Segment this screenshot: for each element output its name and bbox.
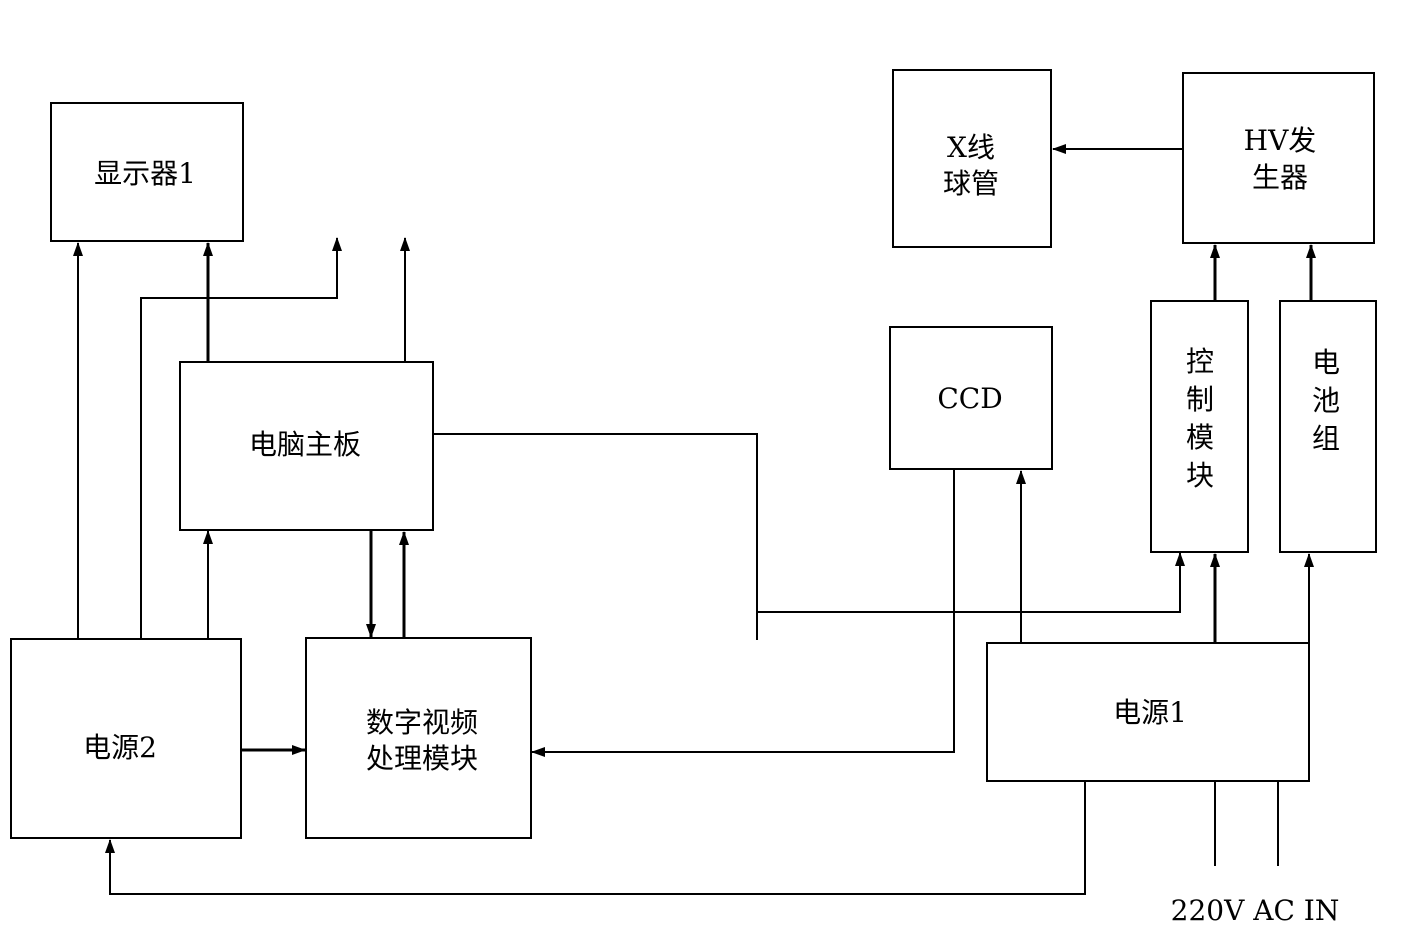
control-label-char: 制 [1186, 383, 1214, 416]
power1-block: 电源1 [986, 642, 1310, 782]
battery-label-char: 组 [1312, 422, 1340, 455]
arrow-power2-to-external1 [140, 237, 342, 639]
video-label-line1: 数字视频 [366, 706, 478, 739]
line-motherboard-out [433, 433, 758, 640]
battery-label-char: 池 [1312, 384, 1340, 417]
control-label-char: 模 [1186, 421, 1214, 454]
display1-block: 显示器1 [50, 102, 244, 242]
video-label-line2: 处理模块 [366, 742, 478, 775]
xray-tube-block: X线 球管 [892, 69, 1052, 248]
power2-label: 电源2 [83, 731, 157, 764]
battery-label-char: 电 [1312, 346, 1340, 379]
arrow-ccd-to-video [531, 469, 955, 757]
power2-block: 电源2 [10, 638, 242, 839]
control-module-block: 控 制 模 块 [1150, 300, 1249, 553]
motherboard-label: 电脑主板 [249, 428, 361, 461]
video-processing-block: 数字视频 处理模块 [305, 637, 532, 839]
battery-block: 电 池 组 [1279, 300, 1377, 553]
motherboard-block: 电脑主板 [179, 361, 434, 531]
control-label-char: 块 [1186, 459, 1214, 492]
display1-label: 显示器1 [94, 157, 196, 190]
arrow-power1-to-power2 [105, 781, 1086, 895]
control-label-char: 控 [1186, 345, 1214, 378]
connectors [73, 144, 1316, 895]
hv-label-line1: HV发 [1244, 124, 1317, 157]
hv-label-line2: 生器 [1252, 161, 1308, 194]
ccd-label: CCD [937, 382, 1002, 415]
xray-label-line2: 球管 [943, 167, 999, 200]
power1-label: 电源1 [1113, 696, 1187, 729]
hv-generator-block: HV发 生器 [1182, 72, 1375, 244]
ccd-block: CCD [889, 326, 1053, 470]
arrow-motherboard-to-control [757, 552, 1185, 613]
ac-input-label: 220V AC IN [1171, 894, 1340, 927]
xray-label-line1: X线 [947, 131, 995, 164]
